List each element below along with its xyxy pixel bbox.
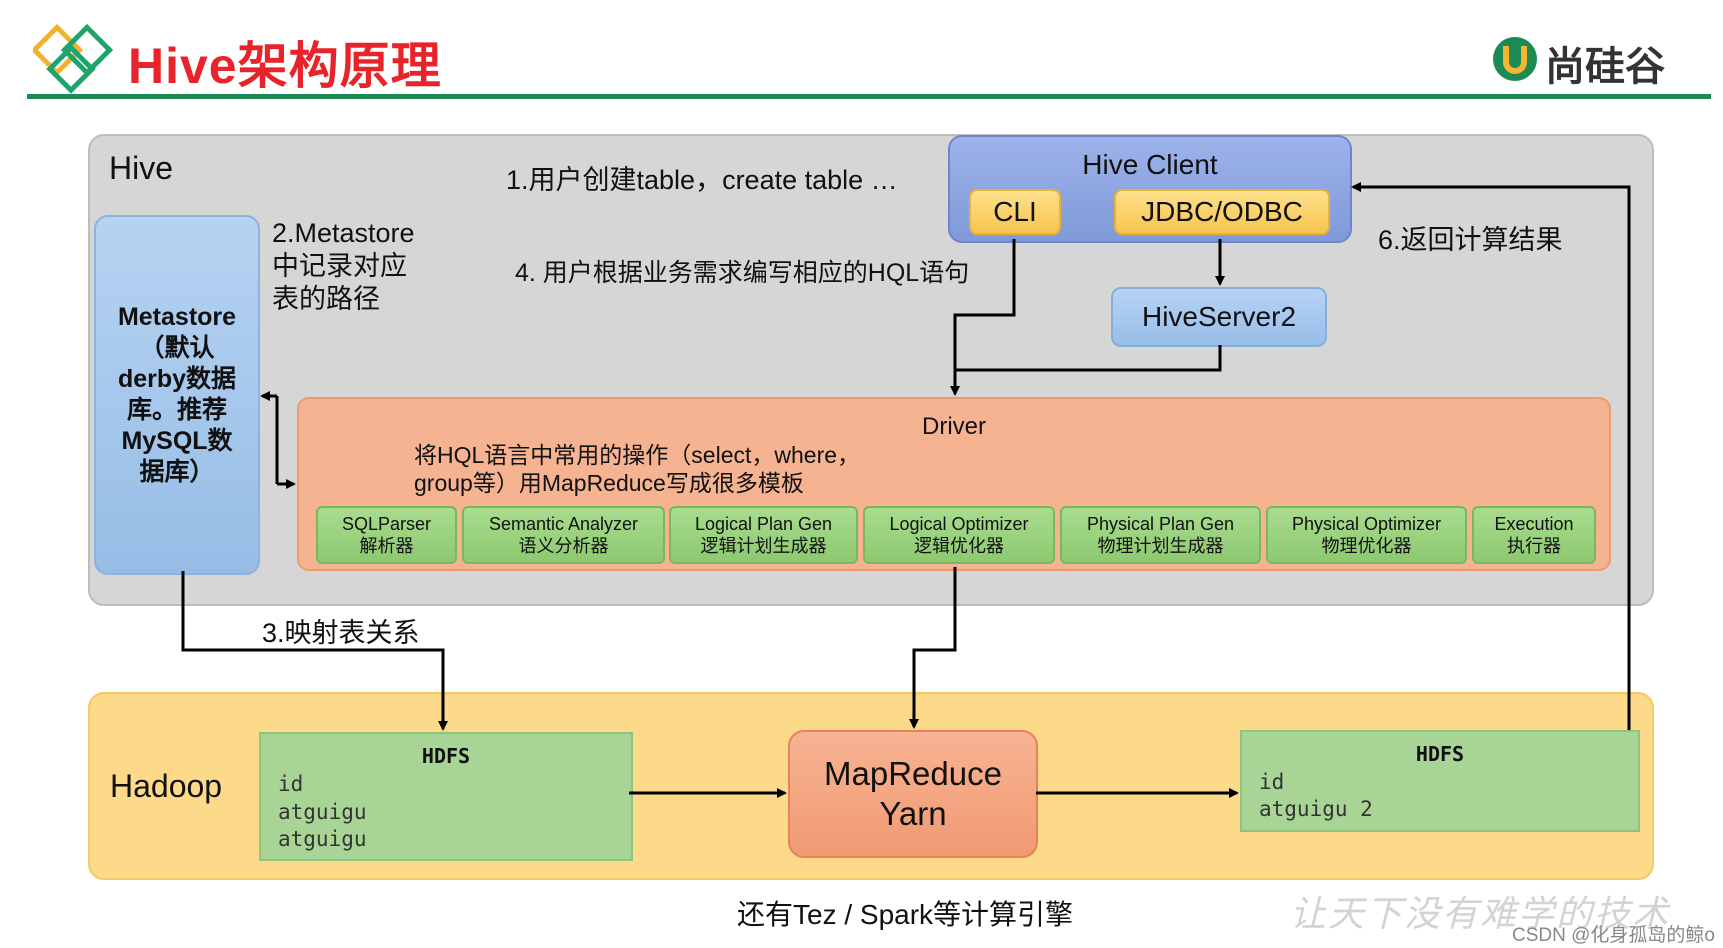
header-divider — [27, 94, 1711, 99]
module-cn: 逻辑优化器 — [914, 536, 1004, 556]
step6-note: 6.返回计算结果 — [1378, 225, 1563, 255]
hdfs-output-table: HDFS id atguigu 2 — [1240, 730, 1640, 832]
cli-to-driver-arrow — [950, 239, 1016, 396]
hadoop-label: Hadoop — [110, 768, 223, 804]
hive-label: Hive — [109, 150, 174, 186]
step2-note: 2.Metastore 中记录对应 表的路径 — [272, 218, 415, 314]
cli-box: CLI — [969, 189, 1061, 235]
metastore-to-hdfs-arrow — [181, 571, 448, 731]
module-logical-plan-gen: Logical Plan Gen 逻辑计划生成器 — [669, 506, 858, 564]
csdn-watermark: CSDN @化身孤岛的鲸o — [1512, 925, 1715, 946]
module-en: Physical Plan Gen — [1086, 514, 1235, 534]
module-physical-optimizer: Physical Optimizer 物理优化器 — [1266, 506, 1467, 564]
module-en: Semantic Analyzer — [488, 514, 639, 534]
brand-name: 尚硅谷 — [1545, 45, 1665, 89]
driver-to-mapreduce-arrow — [909, 567, 957, 729]
hdfs-row: atguigu — [278, 800, 367, 824]
module-cn: 解析器 — [359, 536, 414, 556]
module-en: Physical Optimizer — [1291, 514, 1442, 534]
brand-logo-diamonds-icon — [33, 23, 113, 94]
brand-u-icon — [1493, 37, 1537, 81]
module-en: Logical Plan Gen — [694, 514, 833, 534]
module-en: Execution — [1494, 514, 1574, 534]
result-return-arrow — [1351, 182, 1631, 730]
hdfs-title: HDFS — [1415, 742, 1465, 766]
mapreduce-yarn-box: MapReduce Yarn — [788, 730, 1038, 858]
step4-note: 4. 用户根据业务需求编写相应的HQL语句 — [515, 259, 970, 287]
step1-note: 1.用户创建table，create table … — [506, 165, 898, 195]
hiveserver2-box: HiveServer2 — [1111, 287, 1327, 347]
module-en: SQLParser — [341, 514, 432, 534]
step3-note: 3.映射表关系 — [262, 618, 420, 648]
hive-client-box: Hive Client CLI JDBC/ODBC — [948, 135, 1352, 243]
hive-client-title: Hive Client — [1082, 149, 1218, 180]
module-cn: 执行器 — [1507, 536, 1561, 556]
jdbc-odbc-box: JDBC/ODBC — [1114, 189, 1330, 235]
hdfs-row: atguigu — [278, 827, 367, 851]
module-sqlparser: SQLParser 解析器 — [316, 506, 457, 564]
module-en: Logical Optimizer — [889, 514, 1029, 534]
hiveserver2-to-driver-line — [955, 345, 1222, 372]
module-cn: 物理计划生成器 — [1097, 536, 1224, 556]
hdfs-row: id — [1259, 770, 1285, 794]
module-physical-plan-gen: Physical Plan Gen 物理计划生成器 — [1060, 506, 1261, 564]
hdfs-title: HDFS — [421, 744, 471, 768]
module-cn: 语义分析器 — [518, 536, 609, 556]
module-cn: 物理优化器 — [1321, 536, 1412, 556]
yarn-label: Yarn — [879, 795, 947, 832]
page-title: Hive架构原理 — [128, 38, 442, 94]
metastore-box: Metastore （默认 derby数据 库。推荐 MySQL数 据库） — [94, 215, 260, 575]
engines-note: 还有Tez / Spark等计算引擎 — [737, 899, 1074, 930]
module-semantic-analyzer: Semantic Analyzer 语义分析器 — [462, 506, 665, 564]
hdfs-input-table: HDFS id atguigu atguigu — [259, 732, 633, 861]
driver-title: Driver — [922, 413, 986, 440]
driver-description: 将HQL语言中常用的操作（select，where， group等）用MapRe… — [414, 442, 861, 496]
module-logical-optimizer: Logical Optimizer 逻辑优化器 — [863, 506, 1055, 564]
slogan-watermark: 让天下没有难学的技术 — [1290, 894, 1671, 935]
hdfs-row: atguigu 2 — [1259, 797, 1373, 821]
module-cn: 逻辑计划生成器 — [700, 536, 827, 556]
hdfs-row: id — [278, 772, 304, 796]
module-execution: Execution 执行器 — [1472, 506, 1596, 564]
mapreduce-label: MapReduce — [824, 755, 1002, 792]
